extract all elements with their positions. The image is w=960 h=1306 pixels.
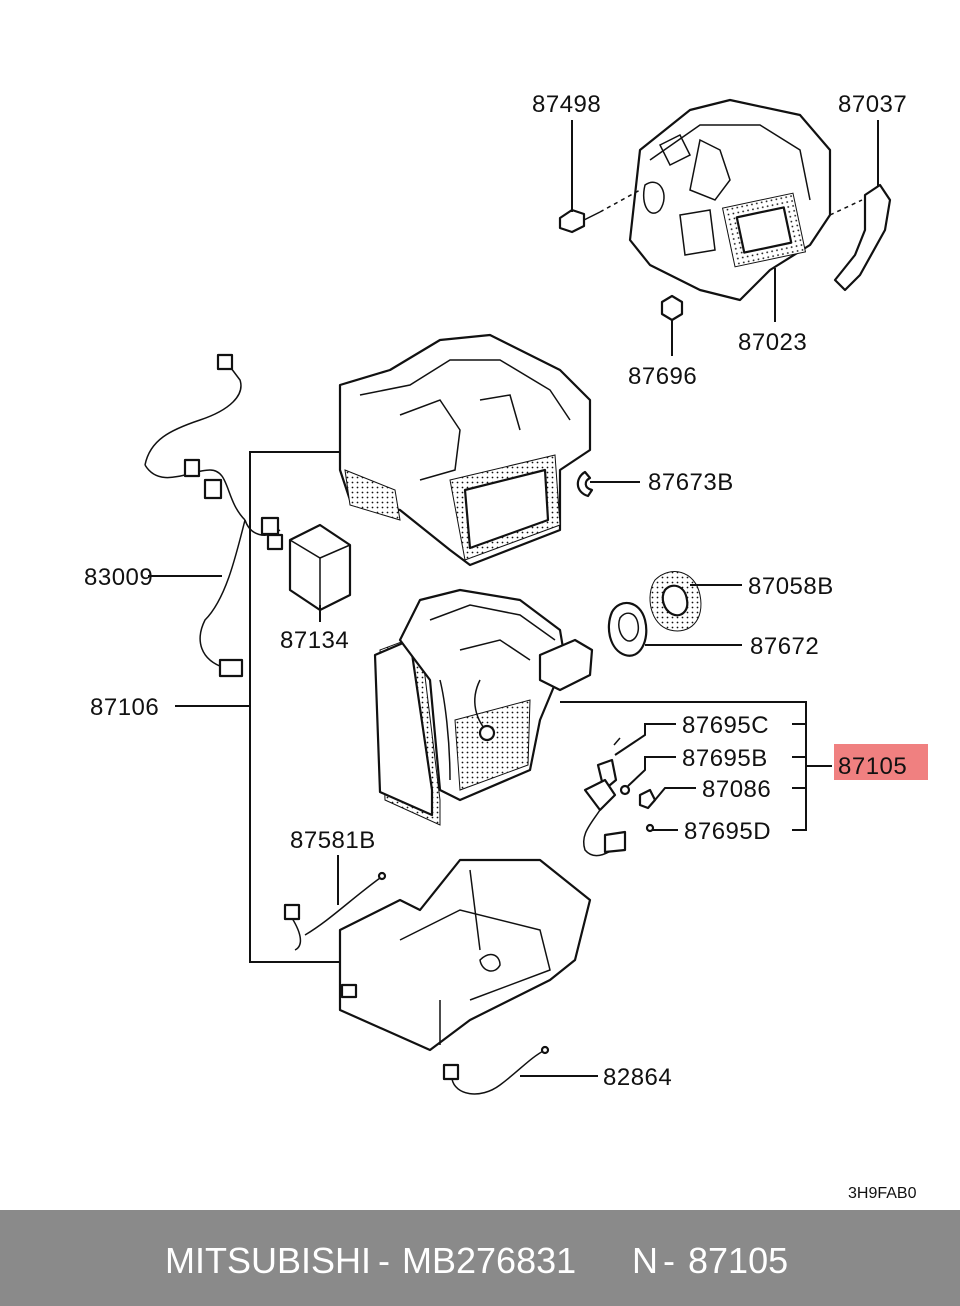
label-87023: 87023 bbox=[738, 329, 807, 356]
label-87695B: 87695B bbox=[682, 745, 768, 772]
link-rod-drawing bbox=[829, 183, 892, 292]
part-number: MB276831 bbox=[402, 1240, 577, 1281]
label-87672: 87672 bbox=[750, 633, 819, 660]
sensor-wire-drawing bbox=[283, 871, 387, 951]
label-87695C: 87695C bbox=[682, 712, 769, 739]
footer-bar: MITSUBISHI - MB276831 N - 87105 bbox=[0, 1210, 960, 1306]
evaporator-drawing bbox=[373, 588, 594, 826]
clip-drawing bbox=[576, 470, 594, 498]
reference-code: 3H9FAB0 bbox=[848, 1185, 917, 1202]
lower-case-drawing bbox=[338, 858, 592, 1052]
label-87058B: 87058B bbox=[748, 573, 834, 600]
label-87673B: 87673B bbox=[648, 469, 734, 496]
highlight-box bbox=[834, 744, 928, 780]
leader-lines bbox=[148, 120, 879, 1077]
label-87581B: 87581B bbox=[290, 827, 376, 854]
valve-parts-drawing bbox=[583, 737, 657, 857]
parts-diagram: 87498 87037 87023 87696 87673B 83009 871… bbox=[84, 91, 928, 1202]
wire-harness-drawing bbox=[144, 353, 284, 678]
label-87037: 87037 bbox=[838, 91, 907, 118]
label-87695D: 87695D bbox=[684, 818, 771, 845]
label-87498: 87498 bbox=[532, 91, 601, 118]
gasket-drawing bbox=[607, 571, 702, 657]
module-drawing bbox=[288, 523, 352, 612]
nut-drawing bbox=[660, 294, 684, 322]
label-82864: 82864 bbox=[603, 1064, 672, 1091]
label-87134: 87134 bbox=[280, 627, 349, 654]
label-87086: 87086 bbox=[702, 776, 771, 803]
n-label: N bbox=[632, 1240, 658, 1281]
reference-number: 87105 bbox=[688, 1240, 789, 1281]
label-87105: 87105 bbox=[838, 753, 907, 780]
sensor-wire-2-drawing bbox=[442, 1045, 550, 1095]
upper-case-drawing bbox=[338, 333, 592, 567]
heater-unit-drawing bbox=[628, 98, 832, 302]
separator: - bbox=[378, 1240, 390, 1281]
separator-2: - bbox=[663, 1240, 675, 1281]
label-87106: 87106 bbox=[90, 694, 159, 721]
label-83009: 83009 bbox=[84, 564, 153, 591]
label-87696: 87696 bbox=[628, 363, 697, 390]
brand-name: MITSUBISHI bbox=[165, 1240, 372, 1281]
